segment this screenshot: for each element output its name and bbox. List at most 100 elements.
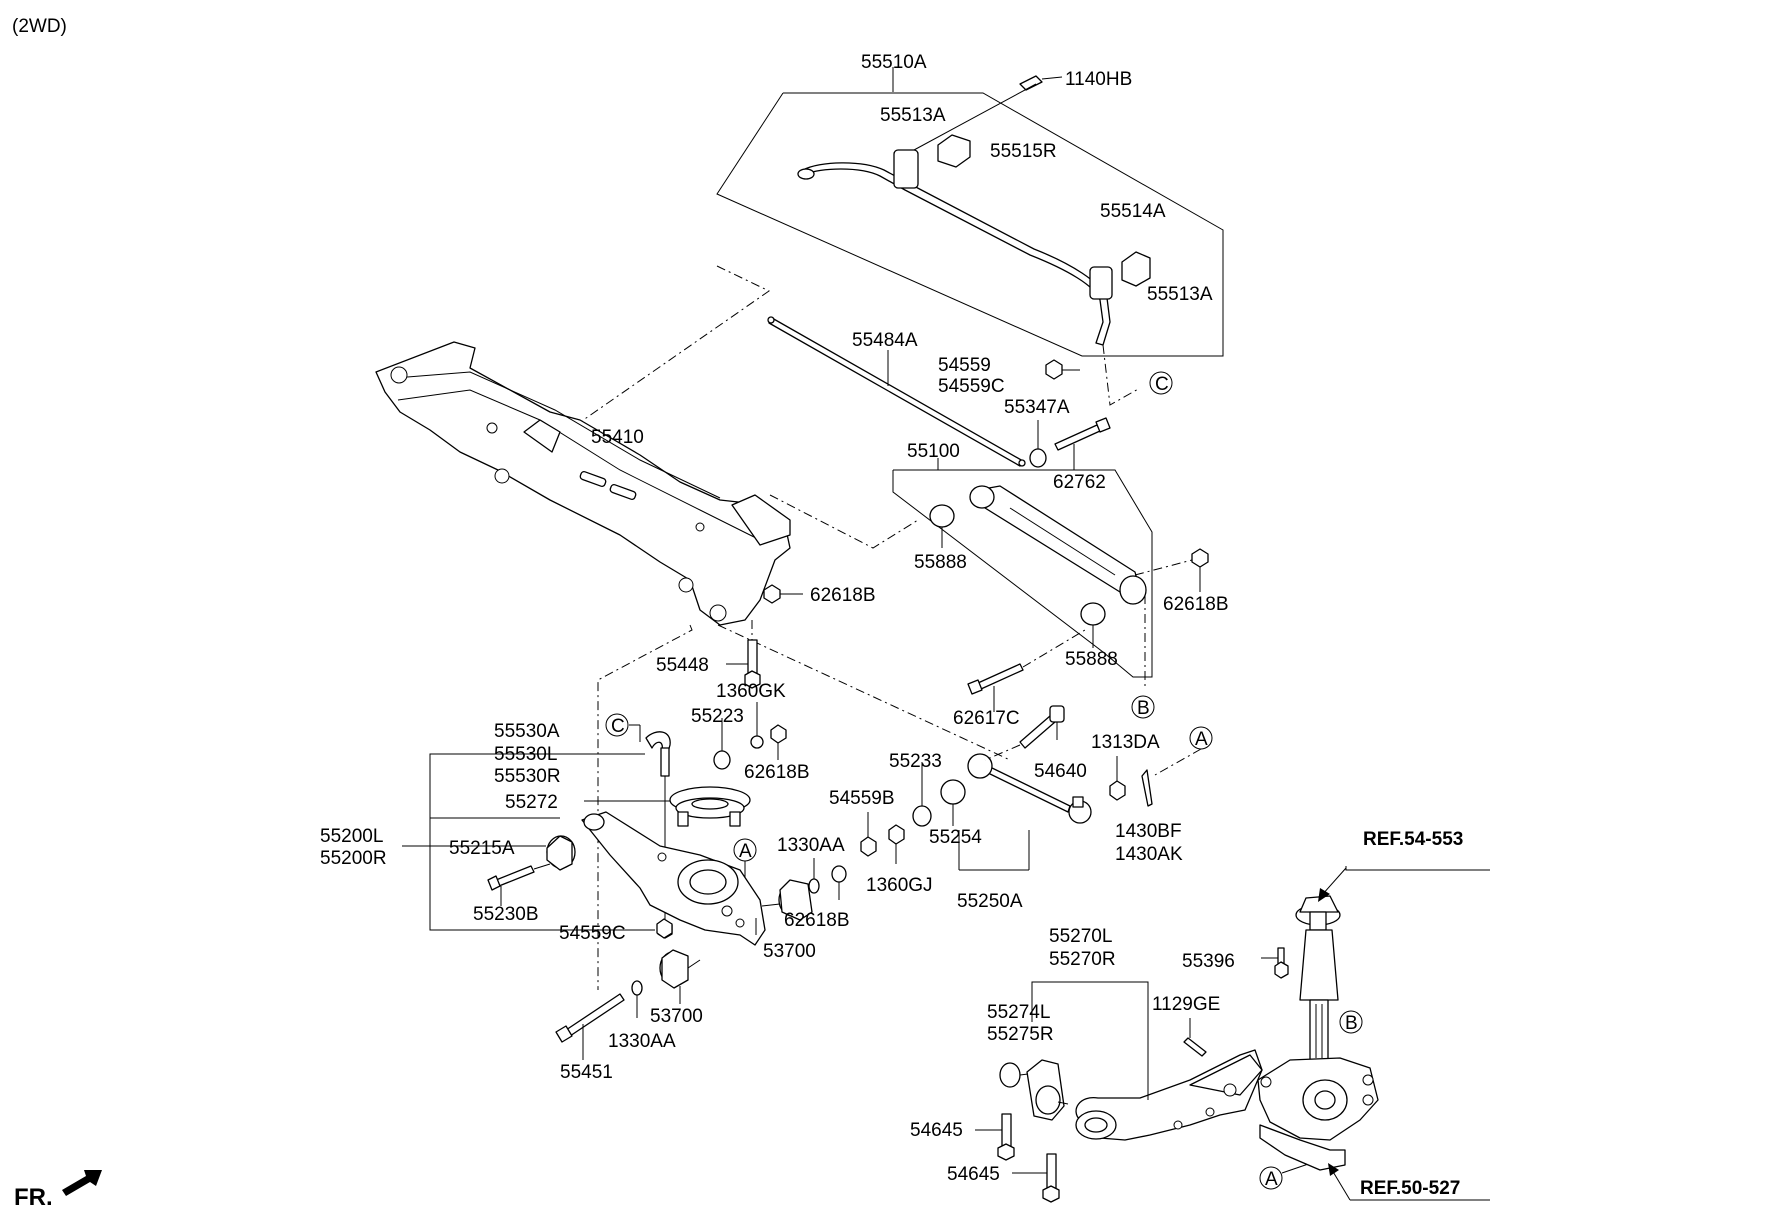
label-55230b: 55230B	[473, 904, 539, 925]
label-55223: 55223	[691, 706, 744, 727]
variant-label: (2WD)	[12, 16, 67, 37]
bushing-55254	[940, 779, 966, 805]
label-1430ak: 1430AK	[1115, 844, 1183, 865]
label-54559: 54559	[938, 355, 991, 376]
subframe-55410	[375, 341, 791, 626]
label-55530l: 55530L	[494, 744, 557, 765]
label-55451: 55451	[560, 1062, 613, 1083]
stabilizer-bar-group	[716, 67, 1224, 380]
label-55100: 55100	[907, 441, 960, 462]
bolt-62617c	[977, 663, 1024, 690]
marker-a-center: A	[733, 838, 757, 862]
nut-1313da	[1109, 780, 1126, 801]
nut-54559b	[860, 836, 877, 857]
label-55515r: 55515R	[990, 141, 1057, 162]
bushing-55513a-upper	[893, 149, 919, 189]
front-arrow-icon	[62, 1170, 102, 1196]
label-62618b-3: 62618B	[744, 762, 810, 783]
label-1330aa-1: 1330AA	[777, 835, 845, 856]
bushing-55215a	[546, 835, 576, 871]
label-55275r: 55275R	[987, 1024, 1054, 1045]
label-55200l: 55200L	[320, 826, 383, 847]
label-54559b: 54559B	[829, 788, 895, 809]
nut-54559	[1045, 359, 1063, 380]
washer-1330aa-upper	[808, 878, 820, 894]
label-1360gj: 1360GJ	[866, 875, 933, 896]
label-1313da: 1313DA	[1091, 732, 1160, 753]
marker-c-top: C	[1149, 371, 1173, 395]
ref-54-553[interactable]: REF.54-553	[1363, 829, 1463, 850]
nut-62618b-subframe	[763, 584, 781, 604]
label-62762: 62762	[1053, 472, 1106, 493]
washer-55233	[912, 805, 932, 827]
washer-1330aa-lower	[631, 980, 643, 996]
bushing-55888-lower	[1080, 602, 1106, 626]
label-55484a: 55484A	[852, 330, 918, 351]
label-55410: 55410	[591, 427, 644, 448]
spring-seat-55272	[669, 786, 751, 827]
clamp-55514a	[1121, 251, 1151, 287]
label-55215a: 55215A	[449, 838, 515, 859]
label-55510a: 55510A	[861, 52, 927, 73]
label-53700-1: 53700	[763, 941, 816, 962]
lower-control-arm-55200	[581, 811, 766, 946]
label-1330aa-2: 1330AA	[608, 1031, 676, 1052]
clamp-55515r	[937, 134, 971, 168]
label-55513a-2: 55513A	[1147, 284, 1213, 305]
bushing-55513a-lower	[1089, 266, 1113, 300]
label-62618b-2: 62618B	[1163, 594, 1229, 615]
nut-62618b-right	[1191, 548, 1209, 568]
svg-text:B: B	[1137, 698, 1150, 719]
label-55233: 55233	[889, 751, 942, 772]
bushing-55274l	[999, 1059, 1069, 1121]
marker-c-left: C	[605, 713, 629, 737]
washer-55223	[713, 750, 731, 770]
label-55888-2: 55888	[1065, 649, 1118, 670]
rod-55484a	[767, 316, 1026, 467]
bolt-55230b	[495, 865, 535, 887]
label-1430bf: 1430BF	[1115, 821, 1182, 842]
svg-text:A: A	[739, 841, 752, 862]
svg-text:C: C	[1155, 374, 1169, 395]
label-55530a: 55530A	[494, 721, 560, 742]
label-55888-1: 55888	[914, 552, 967, 573]
bolt-62762	[1054, 424, 1101, 451]
ref-50-527[interactable]: REF.50-527	[1360, 1178, 1460, 1199]
label-55200r: 55200R	[320, 848, 387, 869]
label-55274l: 55274L	[987, 1002, 1050, 1023]
label-55270l: 55270L	[1049, 926, 1112, 947]
pin-1430bf	[1141, 769, 1153, 807]
marker-b-top: B	[1131, 695, 1155, 719]
tie-rod-55250a	[958, 753, 1092, 871]
label-62618b-4: 62618B	[784, 910, 850, 931]
label-54645-1: 54645	[910, 1120, 963, 1141]
nut-54559c-lower	[656, 918, 673, 939]
label-62617c: 62617C	[953, 708, 1020, 729]
lower-arm-55100	[892, 458, 1153, 678]
label-62618b-1: 62618B	[810, 585, 876, 606]
bolt-1140hb	[1019, 75, 1043, 91]
label-54640: 54640	[1034, 761, 1087, 782]
bolt-1129ge	[1183, 1037, 1207, 1057]
washer-55347a	[1029, 448, 1047, 468]
strut-knuckle-assembly	[1257, 895, 1379, 1171]
label-55272: 55272	[505, 792, 558, 813]
svg-text:B: B	[1345, 1013, 1358, 1034]
label-54645-2: 54645	[947, 1164, 1000, 1185]
label-53700-2: 53700	[650, 1006, 703, 1027]
nut-1360gj	[888, 824, 905, 845]
label-54559c: 54559C	[938, 376, 1005, 397]
label-55270r: 55270R	[1049, 949, 1116, 970]
bolt-55451	[565, 993, 625, 1037]
label-54559c-2: 54559C	[559, 923, 626, 944]
marker-a-right: A	[1189, 726, 1213, 750]
label-55448: 55448	[656, 655, 709, 676]
front-direction-label: FR.	[14, 1184, 53, 1211]
svg-text:A: A	[1265, 1169, 1278, 1190]
label-55250a: 55250A	[957, 891, 1023, 912]
label-55396: 55396	[1182, 951, 1235, 972]
label-1129ge: 1129GE	[1152, 994, 1220, 1015]
bushing-53700-lower	[659, 949, 689, 989]
nut-62618b-lower	[831, 865, 847, 883]
